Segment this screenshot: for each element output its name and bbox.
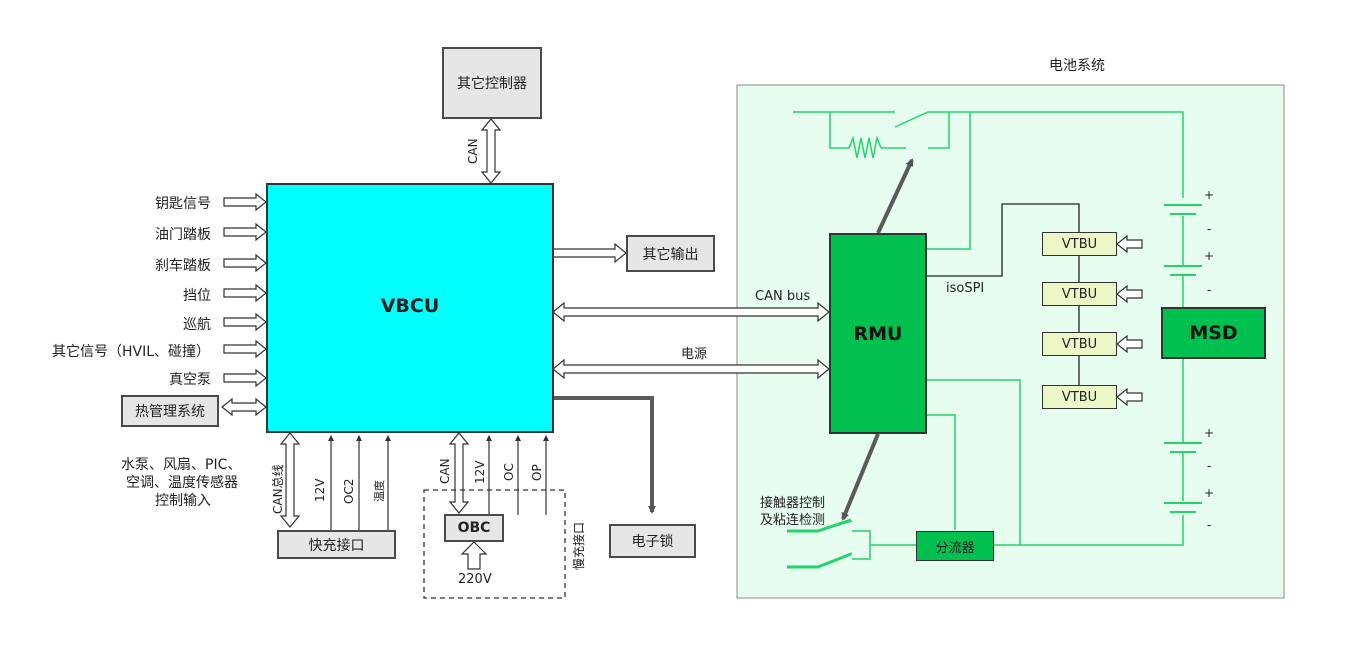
slow-oc-label: OC [502, 463, 516, 481]
slow-charge-label: 慢充接口 [572, 521, 586, 570]
thermal-note-3: 控制输入 [155, 493, 211, 509]
thermal-note-2: 空调、温度传感器 [126, 475, 238, 491]
input-cruise: 巡航 [183, 317, 211, 333]
vtbu-box-4[interactable]: VTBU [1042, 385, 1117, 409]
input-vacuum-pump: 真空泵 [169, 372, 211, 388]
battery-circuit [787, 111, 1202, 568]
vtbu-label: VTBU [1061, 389, 1098, 405]
cell-sign: + [1204, 249, 1215, 263]
isospi-label: isoSPI [946, 281, 985, 296]
vtbu-box-3[interactable]: VTBU [1042, 332, 1117, 356]
vbcu-box[interactable]: VBCU [266, 183, 554, 433]
vtbu-label: VTBU [1061, 286, 1098, 302]
slow-can-label: CAN [438, 458, 452, 484]
cell-sign: - [1207, 283, 1212, 297]
other-controller-box[interactable]: 其它控制器 [442, 47, 542, 119]
msd-box[interactable]: MSD [1161, 307, 1266, 359]
other-controller-label: 其它控制器 [457, 76, 527, 92]
contactor-label-1: 接触器控制 [760, 496, 826, 511]
input-gear: 挡位 [183, 288, 211, 304]
input-throttle: 油门踏板 [155, 227, 211, 243]
cell-sign: + [1204, 486, 1215, 500]
vtbu-box-1[interactable]: VTBU [1042, 232, 1117, 256]
input-brake: 刹车踏板 [155, 258, 211, 274]
shunt-label: 分流器 [935, 540, 975, 556]
rmu-to-precharge [876, 158, 914, 234]
e-lock-line [553, 396, 656, 514]
thermal-note-1: 水泵、风扇、PIC、 [121, 457, 242, 473]
other-output-label: 其它输出 [642, 246, 699, 263]
signal-lines [328, 435, 549, 530]
thermal-label: 热管理系统 [135, 404, 205, 420]
slow-op-label: OP [530, 464, 544, 481]
obc-box[interactable]: OBC [444, 514, 504, 542]
power-label: 电源 [681, 347, 708, 362]
other-output-box[interactable]: 其它输出 [626, 235, 715, 272]
fast-12v-label: 12V [313, 478, 327, 502]
can-label-top: CAN [466, 138, 480, 164]
battery-system-title: 电池系统 [1049, 58, 1105, 74]
fast-charge-label: 快充接口 [308, 537, 365, 554]
vtbu-label: VTBU [1061, 336, 1098, 352]
cell-sign: - [1207, 222, 1212, 236]
rmu-label: RMU [853, 322, 903, 345]
cell-sign: + [1204, 188, 1215, 202]
fast-can-bus-label: CAN总线 [271, 464, 285, 514]
msd-label: MSD [1189, 322, 1238, 344]
cell-sign: - [1207, 459, 1212, 473]
rmu-to-contactor [841, 433, 880, 521]
vtbu-chain [926, 203, 1080, 385]
e-lock-box[interactable]: 电子锁 [609, 524, 696, 558]
rmu-box[interactable]: RMU [829, 233, 927, 434]
shunt-box[interactable]: 分流器 [916, 531, 994, 561]
cell-sign: + [1204, 426, 1215, 440]
slow-charge-frame [423, 489, 566, 599]
cell-sign: - [1207, 518, 1212, 532]
can-bus-label: CAN bus [755, 289, 811, 304]
input-arrows [221, 118, 1143, 570]
vbcu-label: VBCU [380, 294, 440, 317]
fast-oc2-label: OC2 [342, 478, 356, 504]
fast-charge-box[interactable]: 快充接口 [277, 530, 396, 559]
contactor-label-2: 及粘连检测 [760, 513, 826, 528]
voltage-220v-label: 220V [458, 572, 492, 587]
input-key-signal: 钥匙信号 [155, 196, 211, 212]
thermal-box[interactable]: 热管理系统 [121, 395, 219, 427]
e-lock-label: 电子锁 [631, 534, 674, 550]
vtbu-label: VTBU [1061, 236, 1098, 252]
input-other-signals: 其它信号（HVIL、碰撞） [52, 344, 211, 360]
obc-label: OBC [457, 520, 491, 536]
slow-12v-label: 12V [473, 460, 487, 484]
vtbu-box-2[interactable]: VTBU [1042, 282, 1117, 306]
fast-temp-label: 温度 [373, 480, 386, 502]
